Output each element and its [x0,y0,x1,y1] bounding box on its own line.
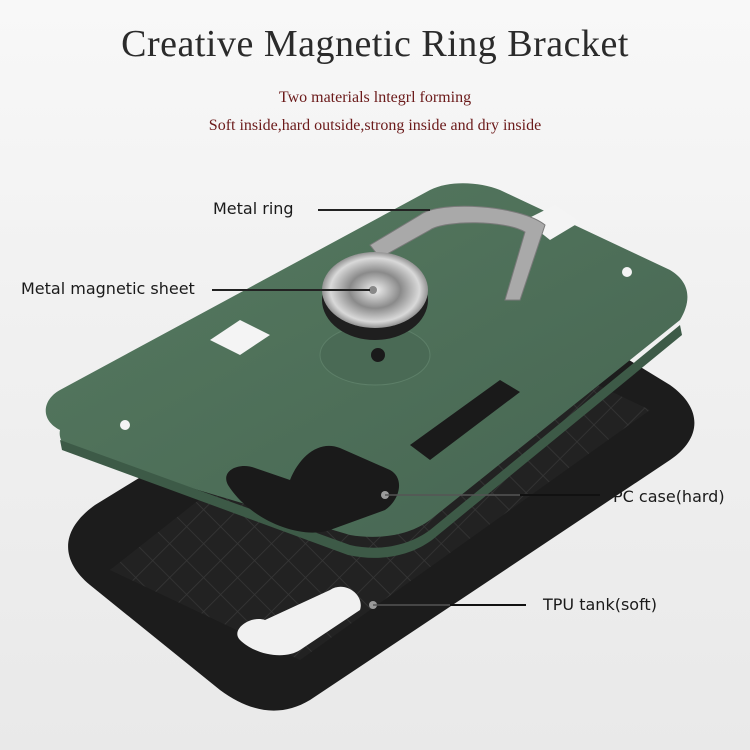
subtitle-features: Soft inside,hard outside,strong inside a… [208,117,542,134]
callout-metal-magnetic-sheet: Metal magnetic sheet [21,279,195,298]
callout-metal-ring: Metal ring [213,199,294,218]
callout-pc-case: PC case(hard) [613,487,725,506]
callout-tpu-tank: TPU tank(soft) [543,595,657,614]
metal-magnetic-sheet-shape [322,252,428,340]
metal-ring-shape [369,205,546,301]
subtitle-materials: Two materials lntegrl forming [278,89,472,106]
product-title: Creative Magnetic Ring Bracket [121,23,629,65]
